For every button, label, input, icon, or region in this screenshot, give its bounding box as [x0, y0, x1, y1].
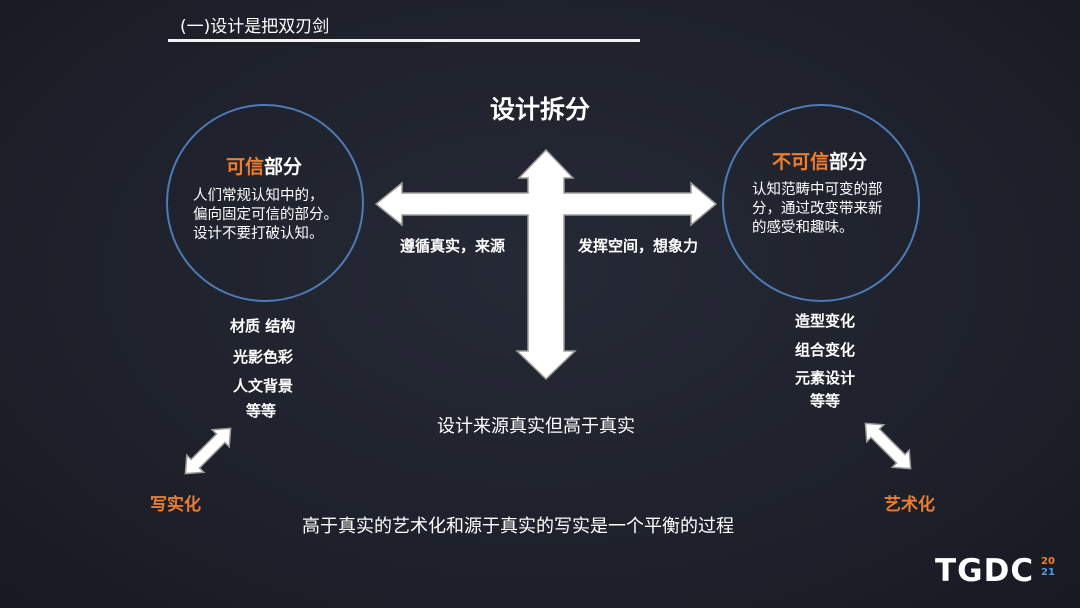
untrusted-body-line: 认知范畴中可变的部 — [752, 182, 883, 198]
trusted-heading-rest: 部分 — [264, 156, 303, 178]
right-list-item: 等等 — [810, 392, 841, 410]
left-diagonal-arrow — [184, 427, 232, 475]
right-list-item: 组合变化 — [795, 341, 856, 359]
untrusted-heading-rest: 部分 — [829, 151, 868, 173]
untrusted-part-heading: 不可信部分 — [772, 147, 867, 174]
trusted-part-body: 人们常规认知中的， 偏向固定可信的部分。 设计不要打破认知。 — [193, 187, 338, 244]
left-list-item: 材质 结构 — [230, 317, 296, 335]
tgdc-logo: TGDC — [935, 553, 1035, 589]
untrusted-part-circle — [722, 104, 920, 302]
imagination-label: 发挥空间，想象力 — [578, 237, 699, 255]
untrusted-heading-highlight: 不可信 — [772, 151, 830, 173]
untrusted-body-line: 分，通过改变带来新 — [752, 201, 883, 217]
follow-reality-label: 遵循真实，来源 — [400, 237, 506, 255]
right-diagonal-arrow — [864, 422, 912, 470]
tgdc-year-top: 20 — [1041, 556, 1055, 567]
title-underline — [168, 39, 640, 42]
cross-arrow — [374, 148, 718, 381]
artistic-label: 艺术化 — [884, 495, 935, 515]
right-list-item: 造型变化 — [795, 312, 856, 330]
bottom-caption: 高于真实的艺术化和源于真实的写实是一个平衡的过程 — [302, 516, 734, 537]
trusted-part-heading: 可信部分 — [226, 152, 302, 179]
tgdc-year: 20 21 — [1041, 556, 1055, 578]
realism-label: 写实化 — [150, 495, 201, 515]
trusted-body-line: 偏向固定可信的部分。 — [193, 207, 338, 223]
section-title: (一)设计是把双刃剑 — [180, 17, 330, 37]
tgdc-year-bottom: 21 — [1041, 567, 1055, 578]
trusted-heading-highlight: 可信 — [226, 156, 265, 178]
left-list-item: 等等 — [246, 402, 277, 420]
left-list-item: 人文背景 — [233, 377, 294, 395]
untrusted-body-line: 的感受和趣味。 — [752, 220, 854, 236]
center-caption: 设计来源真实但高于真实 — [437, 416, 635, 437]
diagram-title: 设计拆分 — [489, 95, 590, 124]
trusted-part-circle — [166, 104, 364, 302]
right-list-item: 元素设计 — [795, 369, 856, 387]
trusted-body-line: 设计不要打破认知。 — [193, 226, 324, 242]
left-list-item: 光影色彩 — [233, 348, 294, 366]
trusted-body-line: 人们常规认知中的， — [193, 188, 324, 204]
untrusted-part-body: 认知范畴中可变的部 分，通过改变带来新 的感受和趣味。 — [752, 181, 883, 238]
